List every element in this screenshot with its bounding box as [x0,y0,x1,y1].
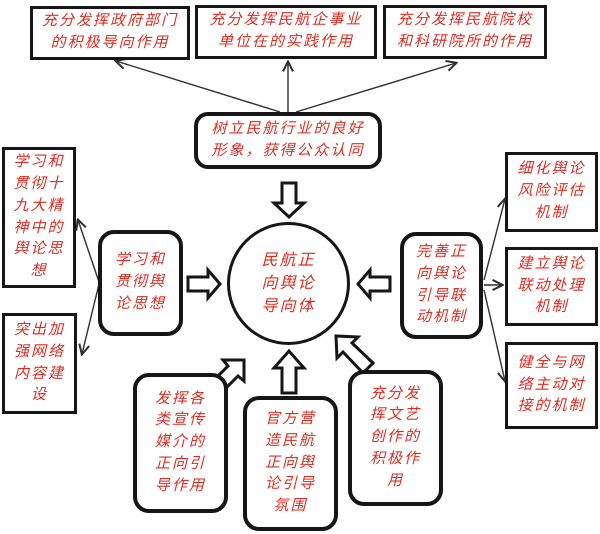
node-enterprise-role-label: 充分发挥民航企事业 单位在的实践作用 [209,12,363,50]
node-media-guidance: 发挥各 类宣传 媒介的 正向引 导作用 [133,373,228,513]
arrow-study-to-network-content [82,283,100,354]
node-goal-label: 树立民航行业的良好 形象，获得公众认同 [211,120,365,159]
block-arrow-official-to-core-up [270,348,308,395]
node-art-creation-label: 充分发 挥文艺 创作的 积极作 用 [369,385,421,489]
arrow-goal-to-gov [116,61,281,113]
block-arrow-goal-to-core-down [270,181,308,220]
node-government-role: 充分发挥政府部门 的积极导向作用 [30,6,190,60]
node-mechanism: 完善正 向舆论 引导联 动机制 [400,232,483,339]
arrow-mechanism-to-risk [483,199,505,281]
node-core-circle: 民航正 向舆论 导向体 [227,222,350,345]
node-media-guidance-label: 发挥各 类宣传 媒介的 正向引 导作用 [154,390,206,494]
node-official-atmosphere: 官方营 造民航 正向舆 论引导 氛围 [243,396,338,531]
node-network-connect: 健全与网 络主动对 接的机制 [505,342,598,429]
arrow-mechanism-to-connect [483,289,505,381]
node-network-content: 突出加 强网络 内容建 设 [2,313,77,414]
node-college-role: 充分发挥民航院校 和科研院所的作用 [383,5,547,59]
node-joint-handling-label: 建立舆论 联动处理 机制 [517,255,586,316]
node-spirit19-thought: 学习和 贯彻十 九大精 神中的 舆论思 想 [2,147,76,288]
node-mechanism-label: 完善正 向舆论 引导联 动机制 [415,244,467,326]
node-network-content-label: 突出加 强网络 内容建 设 [13,322,65,404]
node-study-thought: 学习和 贯彻舆 论思想 [98,230,183,336]
arrow-goal-to-college [295,63,456,113]
node-core-circle-label: 民航正 向舆论 导向体 [261,251,316,316]
node-study-thought-label: 学习和 贯彻舆 论思想 [114,252,166,312]
node-joint-handling: 建立舆论 联动处理 机制 [505,247,598,326]
node-risk-assessment: 细化舆论 风险评估 机制 [505,152,598,232]
node-government-role-label: 充分发挥政府部门 的积极导向作用 [41,13,178,51]
node-goal: 树立民航行业的良好 形象，获得公众认同 [194,112,382,169]
node-art-creation: 充分发 挥文艺 创作的 积极作 用 [348,370,443,506]
node-college-role-label: 充分发挥民航院校 和科研院所的作用 [396,12,533,50]
block-arrow-art-to-core-upleft [334,334,376,376]
block-arrow-study-to-core-right [186,265,222,303]
node-enterprise-role: 充分发挥民航企事业 单位在的实践作用 [195,5,377,59]
node-network-connect-label: 健全与网 络主动对 接的机制 [517,354,586,415]
node-risk-assessment-label: 细化舆论 风险评估 机制 [517,161,586,221]
arrow-study-to-spirit19 [78,220,100,283]
node-spirit19-thought-label: 学习和 贯彻十 九大精 神中的 舆论思 想 [13,154,65,279]
node-official-atmosphere-label: 官方营 造民航 正向舆 论引导 氛围 [264,411,316,515]
block-arrow-mechanism-to-core-left [356,265,392,303]
